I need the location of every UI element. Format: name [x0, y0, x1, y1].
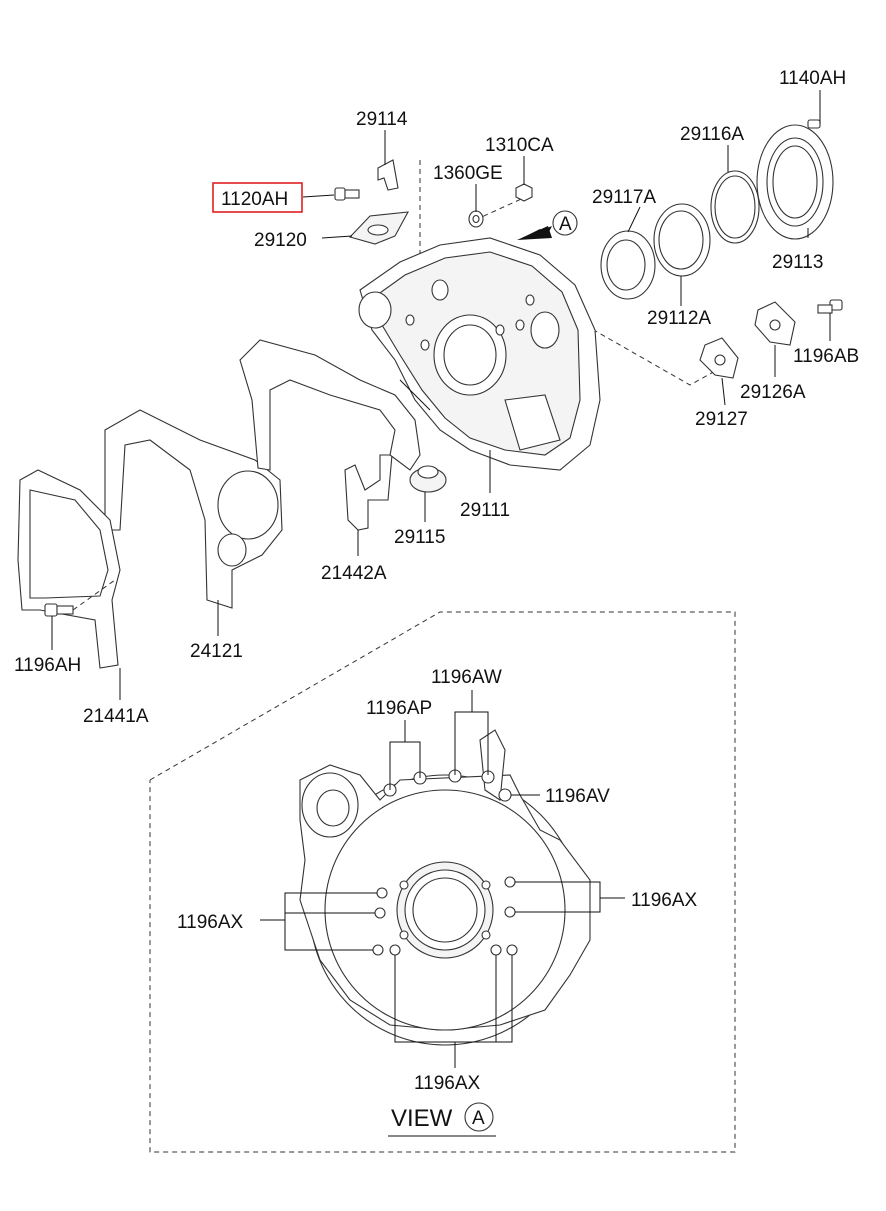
plug-29115-shape [409, 465, 447, 493]
nut-1310CA-shape [515, 183, 533, 202]
flywheel-housing-29111-shape [358, 237, 601, 471]
washer-1360GE-shape [468, 210, 484, 228]
label-29127: 29127 [695, 409, 748, 430]
gasket-21441A-shape [17, 469, 121, 669]
label-1196AP: 1196AP [366, 698, 432, 719]
label-21441A: 21441A [83, 706, 149, 727]
oring-29116A-shape [710, 170, 760, 244]
view-a-frame [149, 611, 736, 1153]
label-1196AX-left: 1196AX [177, 912, 244, 933]
gasket-21442A-shape [344, 454, 393, 531]
seal-29112A-shape [653, 203, 711, 277]
bolt-1196AH-shape [44, 603, 74, 617]
bolt-1120AH-shape [334, 187, 360, 201]
label-29120: 29120 [254, 230, 307, 251]
label-1196AH: 1196AH [14, 655, 81, 676]
label-view-a-marker: A [559, 214, 572, 235]
label-29117A: 29117A [592, 187, 656, 208]
label-1120AH: 1120AH [221, 189, 288, 210]
label-1196AX-bottom: 1196AX [414, 1073, 481, 1094]
label-29114: 29114 [356, 109, 408, 130]
view-a-caption-word: VIEW [391, 1105, 453, 1132]
label-1196AX-right: 1196AX [631, 890, 698, 911]
view-a-caption-letter: A [472, 1108, 485, 1129]
bolt-1196AB-shape [817, 299, 843, 314]
label-1196AW: 1196AW [431, 667, 502, 688]
gasket-upper-shape [239, 339, 421, 471]
cover-24121-shape [104, 409, 283, 609]
label-1196AV: 1196AV [545, 786, 610, 807]
label-1310CA: 1310CA [485, 135, 554, 156]
gasket-29127-shape [699, 337, 739, 379]
cover-29120-shape [348, 211, 409, 245]
label-1196AB: 1196AB [793, 346, 859, 367]
label-29115: 29115 [394, 527, 445, 548]
label-1140AH: 1140AH [779, 68, 846, 89]
view-a-arrow [517, 210, 578, 240]
label-1360GE: 1360GE [433, 163, 503, 184]
view-a-housing-shape [299, 729, 591, 1046]
label-29126A: 29126A [740, 382, 806, 403]
view-a-caption-circle [464, 1102, 494, 1132]
guide-line-nut [474, 194, 531, 221]
label-29116A: 29116A [680, 124, 744, 145]
highlight-box-1120AH [212, 182, 303, 213]
bracket-29114-shape [377, 159, 399, 191]
label-29111: 29111 [460, 500, 510, 521]
bolt-1140AH-shape [807, 100, 821, 129]
plate-29126A-shape [754, 301, 796, 346]
seal-29117A-shape [600, 230, 656, 300]
cover-29113-shape [756, 124, 834, 240]
label-24121: 24121 [190, 641, 243, 662]
leader-lines-upper [51, 90, 831, 700]
leader-lines-view-a [260, 690, 625, 1068]
label-21442A: 21442A [321, 563, 387, 584]
label-29112A: 29112A [647, 308, 711, 329]
label-29113: 29113 [772, 252, 823, 273]
